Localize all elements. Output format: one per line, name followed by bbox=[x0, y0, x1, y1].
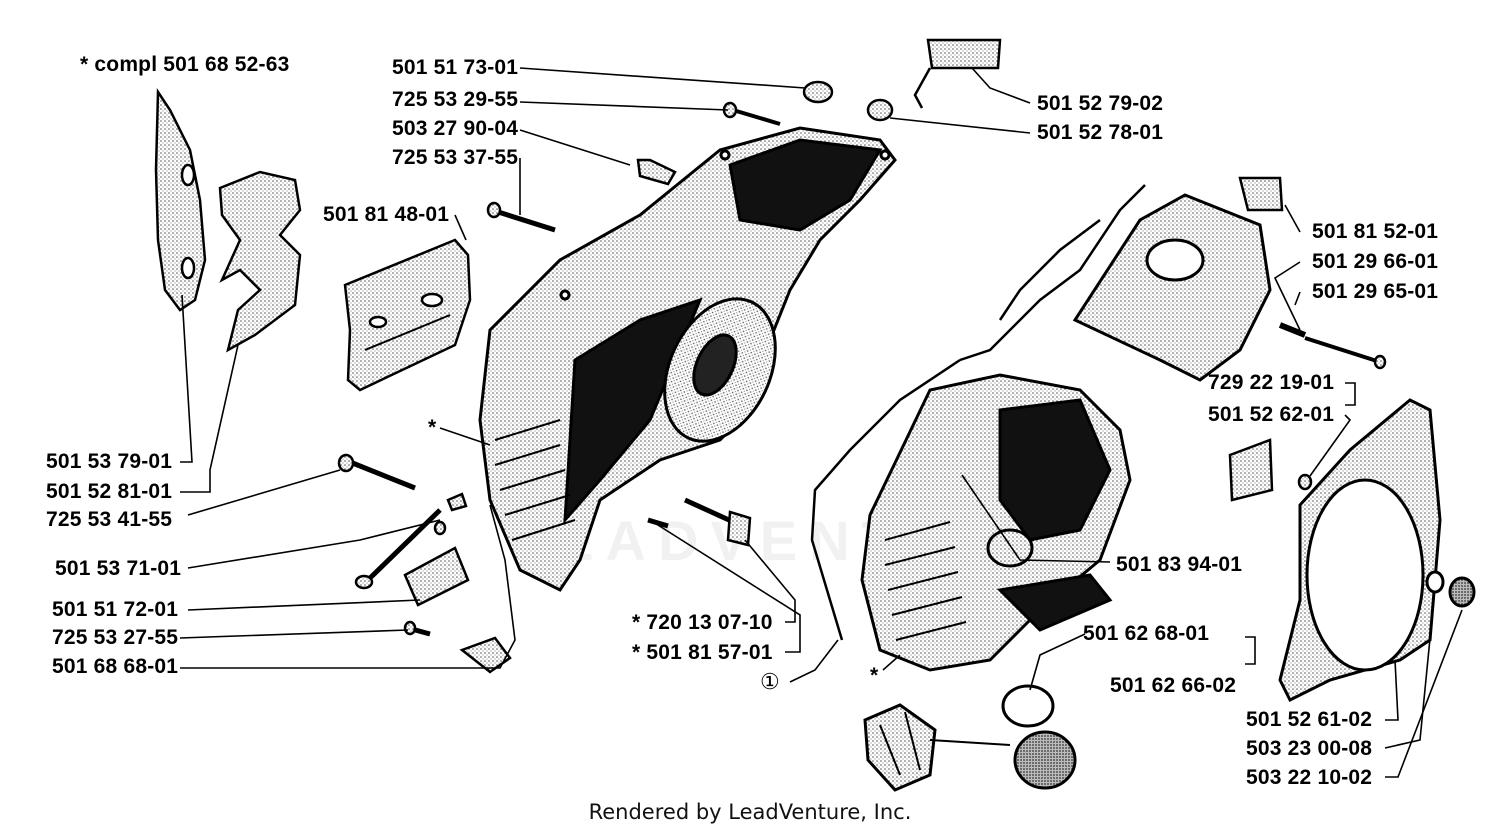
label-725-53-27-55: 725 53 27-55 bbox=[52, 626, 179, 649]
label-501-81-48-01: 501 81 48-01 bbox=[323, 203, 450, 226]
label-501-52-61-02: 501 52 61-02 bbox=[1246, 708, 1373, 731]
footer-credit: Rendered by LeadVenture, Inc. bbox=[588, 800, 912, 824]
label-501-62-68-01: 501 62 68-01 bbox=[1083, 622, 1210, 645]
label-501-62-66-02: 501 62 66-02 bbox=[1110, 674, 1237, 697]
label-501-52-78-01: 501 52 78-01 bbox=[1037, 121, 1164, 144]
asterisk-marker: * bbox=[870, 664, 879, 687]
label-501-53-79-01: 501 53 79-01 bbox=[46, 450, 173, 473]
label-729-22-19-01: 729 22 19-01 bbox=[1208, 371, 1335, 394]
label-725-53-29-55: 725 53 29-55 bbox=[392, 88, 519, 111]
label-501-51-73-01: 501 51 73-01 bbox=[392, 56, 519, 79]
label-501-68-68-01: 501 68 68-01 bbox=[52, 655, 179, 678]
label-501-81-57-01: * 501 81 57-01 bbox=[632, 641, 773, 664]
label-compl-501-68-52-63: * compl 501 68 52-63 bbox=[80, 53, 290, 76]
label-503-27-90-04: 503 27 90-04 bbox=[392, 117, 519, 140]
asterisk-marker: * bbox=[428, 416, 437, 439]
crankcase-left-part bbox=[478, 126, 897, 592]
label-503-23-00-08: 503 23 00-08 bbox=[1246, 737, 1373, 760]
gasket-part bbox=[810, 184, 1146, 641]
side-cover-part bbox=[154, 88, 302, 353]
label-501-52-62-01: 501 52 62-01 bbox=[1208, 403, 1335, 426]
label-501-53-71-01: 501 53 71-01 bbox=[55, 557, 182, 580]
starter-cover-part bbox=[1278, 398, 1476, 703]
label-503-22-10-02: 503 22 10-02 bbox=[1246, 766, 1373, 789]
label-501-29-65-01: 501 29 65-01 bbox=[1312, 280, 1439, 303]
bar-plate-part bbox=[343, 238, 472, 392]
label-501-52-79-02: 501 52 79-02 bbox=[1037, 92, 1164, 115]
label-720-13-07-10: * 720 13 07-10 bbox=[632, 611, 773, 634]
label-501-52-81-01: 501 52 81-01 bbox=[46, 480, 173, 503]
label-501-29-66-01: 501 29 66-01 bbox=[1312, 250, 1439, 273]
label-501-83-94-01: 501 83 94-01 bbox=[1116, 553, 1243, 576]
label-501-51-72-01: 501 51 72-01 bbox=[52, 598, 179, 621]
circled-one-marker: ① bbox=[760, 669, 780, 694]
crankcase-right-part bbox=[860, 193, 1272, 672]
fuel-cap-part bbox=[863, 684, 1077, 792]
label-501-81-52-01: 501 81 52-01 bbox=[1312, 220, 1439, 243]
fastener-parts bbox=[337, 38, 1387, 674]
leader-lines bbox=[179, 67, 1463, 778]
label-725-53-41-55: 725 53 41-55 bbox=[46, 508, 173, 531]
label-725-53-37-55: 725 53 37-55 bbox=[392, 146, 519, 169]
